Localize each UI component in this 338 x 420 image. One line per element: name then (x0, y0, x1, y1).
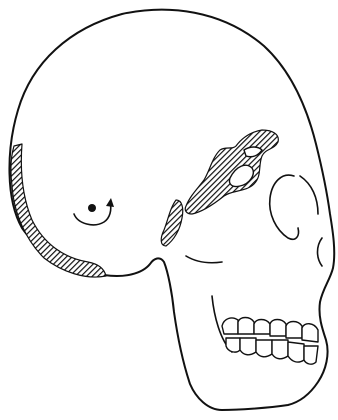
upper-tooth (254, 320, 270, 335)
lower-tooth (272, 340, 288, 359)
rotation-marker (74, 198, 114, 225)
lower-teeth (226, 338, 318, 364)
nasal-outline (318, 238, 323, 266)
lower-tooth (304, 346, 318, 364)
upper-tooth (222, 318, 238, 334)
orbit-upper-edge (300, 176, 318, 214)
upper-tooth (302, 324, 318, 342)
upper-tooth (238, 318, 254, 335)
sphenoid-hatched-region (185, 130, 278, 214)
temporal-hatched-region (161, 200, 183, 246)
lower-tooth (256, 340, 272, 357)
upper-tooth (270, 320, 286, 337)
rotation-center-dot (88, 204, 96, 212)
lower-tooth (288, 342, 304, 362)
zygomatic-line (186, 256, 222, 263)
upper-tooth (286, 322, 302, 339)
lower-tooth (240, 338, 256, 355)
rotation-arrowhead (106, 198, 114, 207)
orbit-outline (270, 175, 299, 239)
lower-tooth (226, 338, 240, 352)
